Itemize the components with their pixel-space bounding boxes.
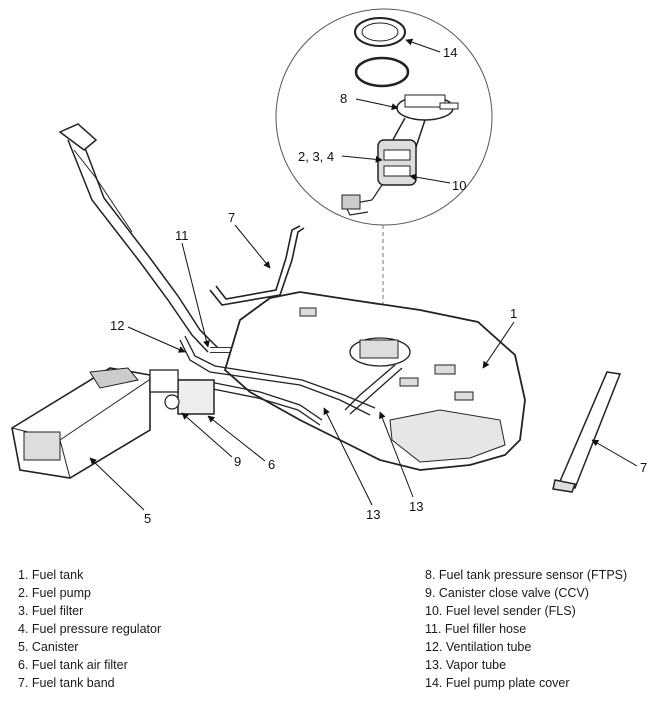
legend-right-column: 8. Fuel tank pressure sensor (FTPS) 9. C… (425, 566, 627, 692)
legend-item: 3. Fuel filter (18, 604, 84, 618)
callout-5: 5 (144, 511, 151, 526)
legend-item: 2. Fuel pump (18, 586, 91, 600)
callout-7-top: 7 (228, 210, 235, 225)
legend-item: 7. Fuel tank band (18, 676, 115, 690)
air-filter-and-ccv (149, 369, 215, 415)
gasket-ring (354, 56, 410, 88)
canister (11, 367, 153, 479)
legend-item: 1. Fuel tank (18, 568, 84, 582)
callout-11: 11 (175, 228, 189, 243)
callout-13-left: 13 (366, 507, 380, 522)
legend-item: 9. Canister close valve (CCV) (425, 586, 589, 600)
legend-left-column: 1. Fuel tank 2. Fuel pump 3. Fuel filter… (18, 566, 161, 692)
fuel-pump-plate-cover (354, 17, 406, 47)
callout-2-3-4: 2, 3, 4 (298, 149, 334, 164)
callout-13-right: 13 (409, 499, 423, 514)
callout-7-right: 7 (640, 460, 647, 475)
fuel-pump-module (341, 94, 459, 216)
callout-9: 9 (234, 454, 241, 469)
callout-14: 14 (443, 45, 457, 60)
legend-item: 10. Fuel level sender (FLS) (425, 604, 576, 618)
leader-lines (89, 38, 638, 511)
callout-8: 8 (340, 91, 347, 106)
legend-item: 4. Fuel pressure regulator (18, 622, 162, 636)
legend-item: 8. Fuel tank pressure sensor (FTPS) (425, 568, 628, 582)
callout-10: 10 (452, 178, 466, 193)
legend-item: 14. Fuel pump plate cover (425, 676, 570, 690)
legend-item: 5. Canister (18, 640, 79, 654)
callout-1: 1 (510, 306, 517, 321)
legend-item: 11. Fuel filler hose (425, 622, 527, 636)
legend-item: 13. Vapor tube (425, 658, 507, 672)
legend-item: 6. Fuel tank air filter (18, 658, 128, 672)
callout-labels: 14 8 2, 3, 4 10 1 7 11 12 7 6 9 5 13 13 (110, 45, 647, 526)
fuel-tank-band-right (552, 371, 622, 493)
callout-6: 6 (268, 457, 275, 472)
fuel-tank (223, 291, 526, 471)
fuel-tank-band-top (209, 225, 305, 306)
fuel-system-diagram: 14 8 2, 3, 4 10 1 7 11 12 7 6 9 5 13 13 (11, 8, 647, 526)
callout-12: 12 (110, 318, 124, 333)
legend-item: 12. Ventilation tube (425, 640, 532, 654)
